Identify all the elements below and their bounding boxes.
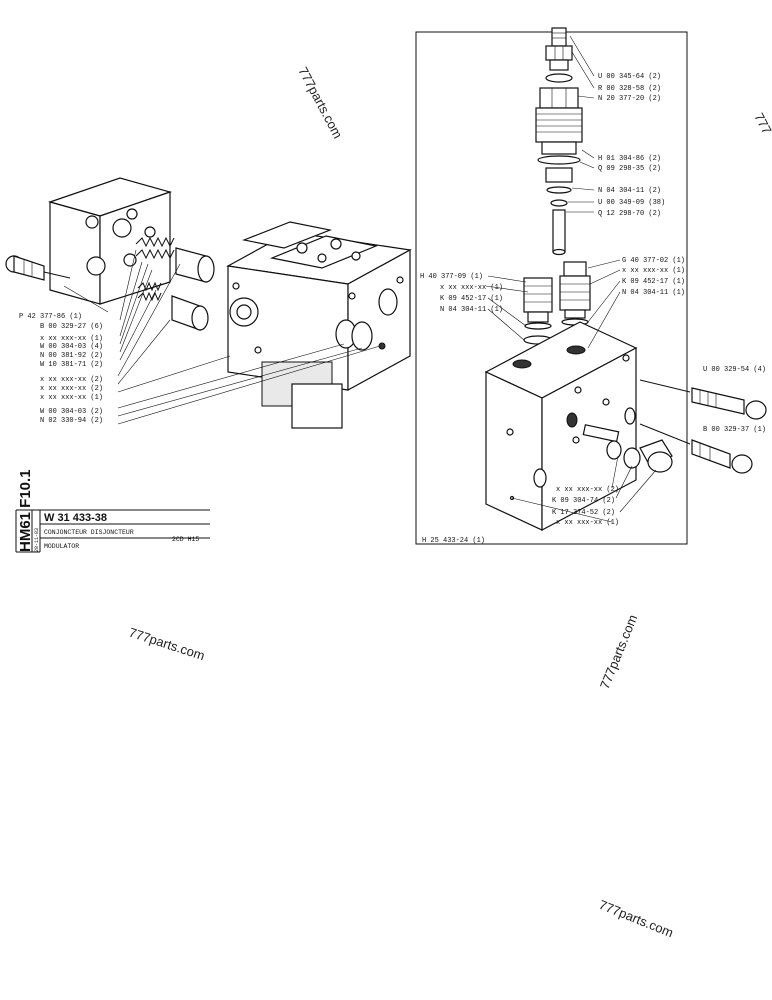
watermark-right: 777parts.com [597, 612, 640, 691]
valve-body [226, 221, 412, 429]
left-leaders [63, 249, 381, 425]
callout-u00349: U 00 349-09 (38) [598, 199, 665, 207]
callout-b00329-27: B 00 329-27 (6) [40, 323, 103, 331]
cartridge-valve-left [523, 277, 553, 345]
watermark-bottom: 777parts.com [597, 897, 676, 940]
callout-plug-xx1: x xx xxx-xx (1) [556, 519, 619, 527]
piston-upper [175, 247, 215, 283]
bolt-upper [639, 379, 767, 420]
callout-plug-xx2: x xx xxx-xx (2) [556, 486, 619, 494]
callout-h40377: H 40 377-09 (1) [420, 273, 483, 281]
callout-k17374: K 17 374-52 (2) [552, 509, 615, 517]
callout-n00381: N 00 381-92 (2) [40, 352, 103, 360]
callout-left-xx1: x xx xxx-xx (1) [40, 335, 103, 343]
callout-left-xx1b: x xx xxx-xx (1) [40, 394, 103, 402]
callout-u00345: U 00 345-64 (2) [598, 73, 661, 81]
left-callouts: P 42 377-86 (1) B 00 329-27 (6) x xx xxx… [19, 313, 103, 425]
callout-u00329-54: U 00 329-54 (4) [703, 366, 766, 374]
component-name-en: MODULATOR [44, 543, 79, 550]
fitting-stack [535, 27, 583, 256]
plug-callouts: x xx xxx-xx (2) K 09 304-74 (2) K 17 374… [552, 486, 619, 527]
left-valve-callouts: H 40 377-09 (1) x xx xxx-xx (1) K 09 452… [420, 273, 503, 314]
stack-leaders [566, 35, 595, 213]
callout-q09298: Q 09 298-35 (2) [598, 165, 661, 173]
plug-assembly [582, 424, 673, 473]
stack-callouts: U 00 345-64 (2) R 00 328-58 (2) N 20 377… [598, 73, 665, 218]
callout-rv-n04304: N 04 304-11 (1) [622, 289, 685, 297]
callout-p42377: P 42 377-86 (1) [19, 313, 82, 321]
callout-w10381: W 10 381-71 (2) [40, 361, 103, 369]
callout-b00329-37: B 00 329-37 (1) [703, 426, 766, 434]
callout-left-xx2b: x xx xxx-xx (2) [40, 385, 103, 393]
bolt-lower [639, 423, 753, 474]
component-name-fr: CONJONCTEUR DISJONCTEUR [44, 529, 134, 536]
callout-lv-n04304: N 04 304-11 (1) [440, 306, 503, 314]
spring-upper [135, 236, 175, 260]
watermark-left: 777parts.com [127, 625, 207, 664]
cap-bolt [5, 255, 71, 281]
cartridge-valve-right [559, 261, 591, 353]
modulator-block [484, 321, 638, 531]
machine-model: 2CD H15 [172, 536, 199, 543]
callout-n20377: N 20 377-20 (2) [598, 95, 661, 103]
callout-h25433: H 25 433-24 (1) [422, 537, 485, 545]
callout-left-xx2a: x xx xxx-xx (2) [40, 376, 103, 384]
callout-rv-xx: x xx xxx-xx (1) [622, 267, 685, 275]
cover-plate [47, 177, 173, 305]
callout-g40377: G 40 377-02 (1) [622, 257, 685, 265]
drawing-number: W 31 433-38 [44, 512, 107, 524]
watermark-top: 777parts.com [295, 64, 345, 141]
spring-lower [137, 281, 162, 302]
callout-k09304: K 09 304-74 (2) [552, 497, 615, 505]
callout-r00328: R 00 328-58 (2) [598, 85, 661, 93]
callout-n04304-2: N 04 304-11 (2) [598, 187, 661, 195]
right-valve-callouts: G 40 377-02 (1) x xx xxx-xx (1) K 09 452… [622, 257, 685, 297]
callout-lv-k09452: K 09 452-17 (1) [440, 295, 503, 303]
bolt-callouts: U 00 329-54 (4) B 00 329-37 (1) [703, 366, 766, 434]
plug-leaders [511, 455, 657, 523]
callout-n02330: N 02 330-94 (2) [40, 417, 103, 425]
callout-h01304: H 01 304-86 (2) [598, 155, 661, 163]
callout-w00304-2: W 00 304-03 (2) [40, 408, 103, 416]
valve-leaders [485, 259, 621, 349]
title-block: HM61 F10.1 28-11-83 W 31 433-38 CONJONCT… [15, 469, 210, 553]
drawing-date: 28-11-83 [34, 528, 40, 552]
page-code: HM61 F10.1 [17, 469, 34, 552]
callout-q12298: Q 12 298-70 (2) [598, 210, 661, 218]
watermark-edge: 777 [751, 110, 772, 136]
piston-lower [171, 295, 209, 331]
callout-lv-xx: x xx xxx-xx (1) [440, 284, 503, 292]
callout-rv-k09452: K 09 452-17 (1) [622, 278, 685, 286]
callout-w00304-4: W 00 304-03 (4) [40, 343, 103, 351]
